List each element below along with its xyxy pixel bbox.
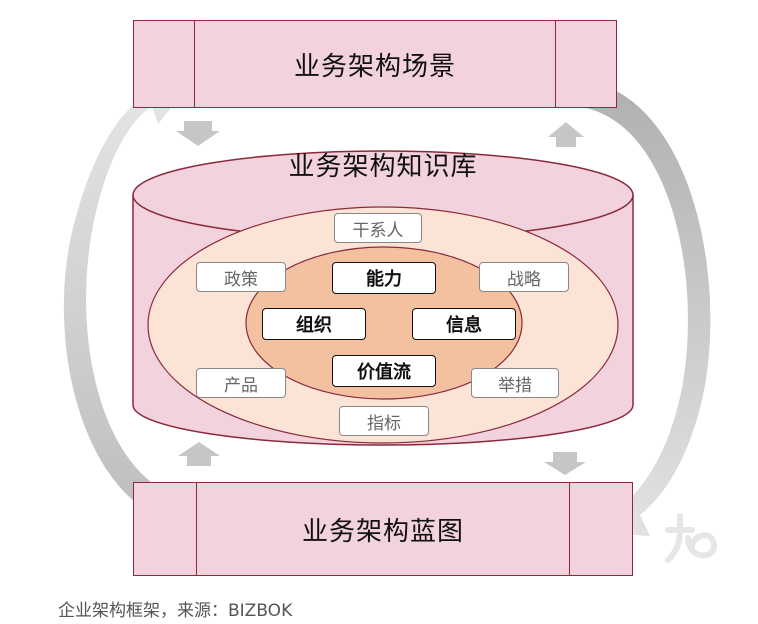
blueprint-box-left-tab — [134, 483, 197, 575]
outer-item-metrics: 指标 — [339, 406, 429, 436]
up-arrow-top-right — [548, 122, 584, 147]
figure-caption: 企业架构框架，来源：BIZBOK — [58, 601, 293, 621]
up-arrow-bottom-left — [178, 442, 220, 466]
outer-item-stakeholders: 干系人 — [334, 213, 422, 243]
scenario-box-label: 业务架构场景 — [293, 51, 456, 82]
outer-item-strategy: 战略 — [479, 262, 569, 292]
core-item-information: 信息 — [412, 308, 516, 340]
blueprint-box-right-tab — [569, 483, 632, 575]
scenario-box-right-tab — [555, 21, 616, 107]
scenario-box-left-tab — [134, 21, 195, 107]
knowledge-base-title: 业务架构知识库 — [288, 152, 478, 182]
blueprint-box-label: 业务架构蓝图 — [301, 516, 464, 547]
core-item-organization: 组织 — [262, 308, 366, 340]
down-arrow-bottom-right — [544, 452, 586, 475]
core-item-capability: 能力 — [332, 262, 436, 294]
watermark-logo-icon — [665, 513, 717, 563]
blueprint-box: 业务架构蓝图 — [133, 482, 633, 576]
core-item-value-stream: 价值流 — [332, 355, 436, 387]
right-curved-arrow — [586, 80, 711, 536]
outer-item-product: 产品 — [196, 368, 286, 398]
inner-ellipse — [245, 246, 523, 400]
scenario-box: 业务架构场景 — [133, 20, 617, 108]
outer-item-initiatives: 举措 — [471, 368, 559, 398]
down-arrow-top-left — [176, 121, 220, 146]
outer-item-policy: 政策 — [196, 262, 286, 292]
left-curved-arrow — [63, 70, 193, 525]
